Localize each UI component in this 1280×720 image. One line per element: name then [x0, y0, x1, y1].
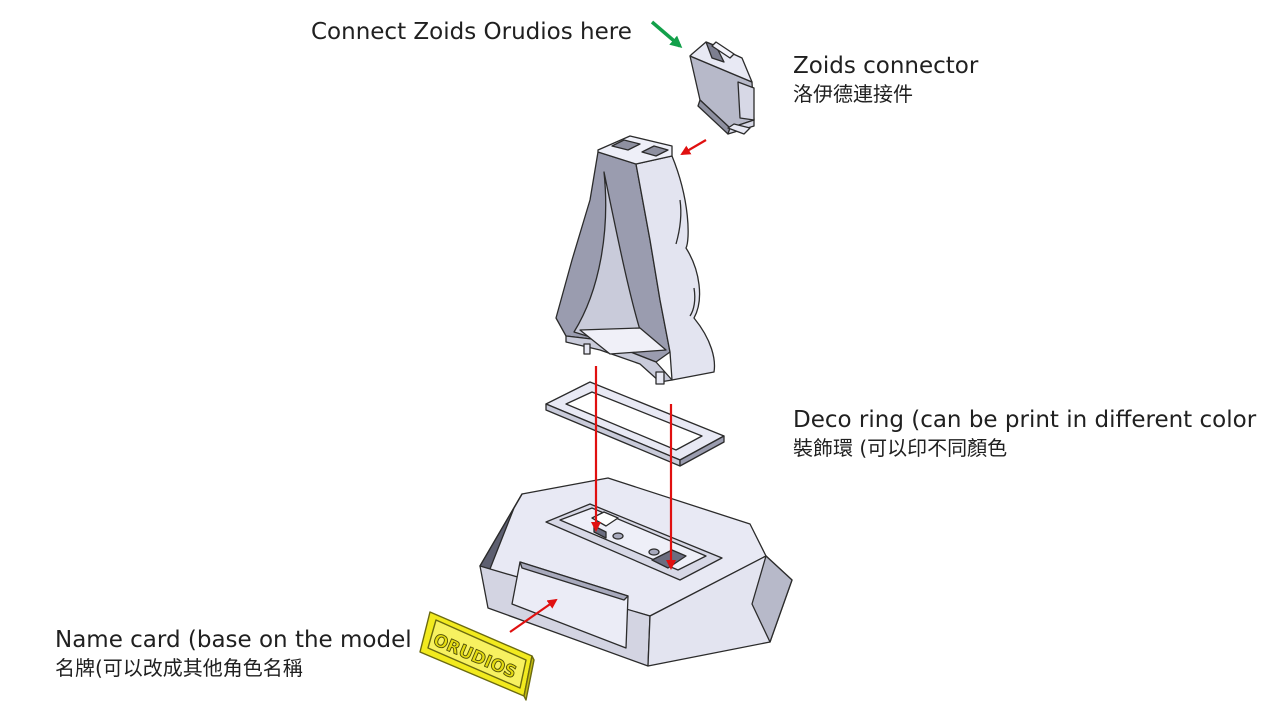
deco-ring-label-zh: 裝飾環 (可以印不同顏色 — [793, 436, 1008, 460]
base-part — [479, 477, 793, 667]
connect-here-label: Connect Zoids Orudios here — [311, 18, 632, 47]
connect-here-text: Connect Zoids Orudios here — [311, 19, 632, 45]
deco-ring-part — [545, 381, 725, 467]
red-arrow-name-card — [509, 598, 558, 633]
zoids-connector-label: Zoids connector 洛伊德連接件 — [793, 52, 978, 107]
green-arrow — [650, 20, 683, 48]
stand-bracket-part — [555, 135, 716, 385]
name-card-label-zh: 名牌(可以改成其他角色名稱 — [55, 656, 303, 680]
zoids-connector-label-en: Zoids connector — [793, 53, 979, 79]
name-card-label-en: Name card (base on the model — [55, 627, 412, 653]
deco-ring-label-en: Deco ring (can be print in different col… — [793, 407, 1257, 433]
deco-ring-label: Deco ring (can be print in different col… — [793, 406, 1256, 461]
red-arrow-connector — [680, 139, 707, 156]
name-card-plate: ORUDIOS — [419, 611, 535, 701]
assembly-arrows — [509, 20, 707, 633]
zoids-connector-label-zh: 洛伊德連接件 — [793, 82, 913, 106]
zoids-connector-part — [689, 41, 755, 135]
name-card-label: Name card (base on the model 名牌(可以改成其他角色… — [55, 626, 412, 681]
